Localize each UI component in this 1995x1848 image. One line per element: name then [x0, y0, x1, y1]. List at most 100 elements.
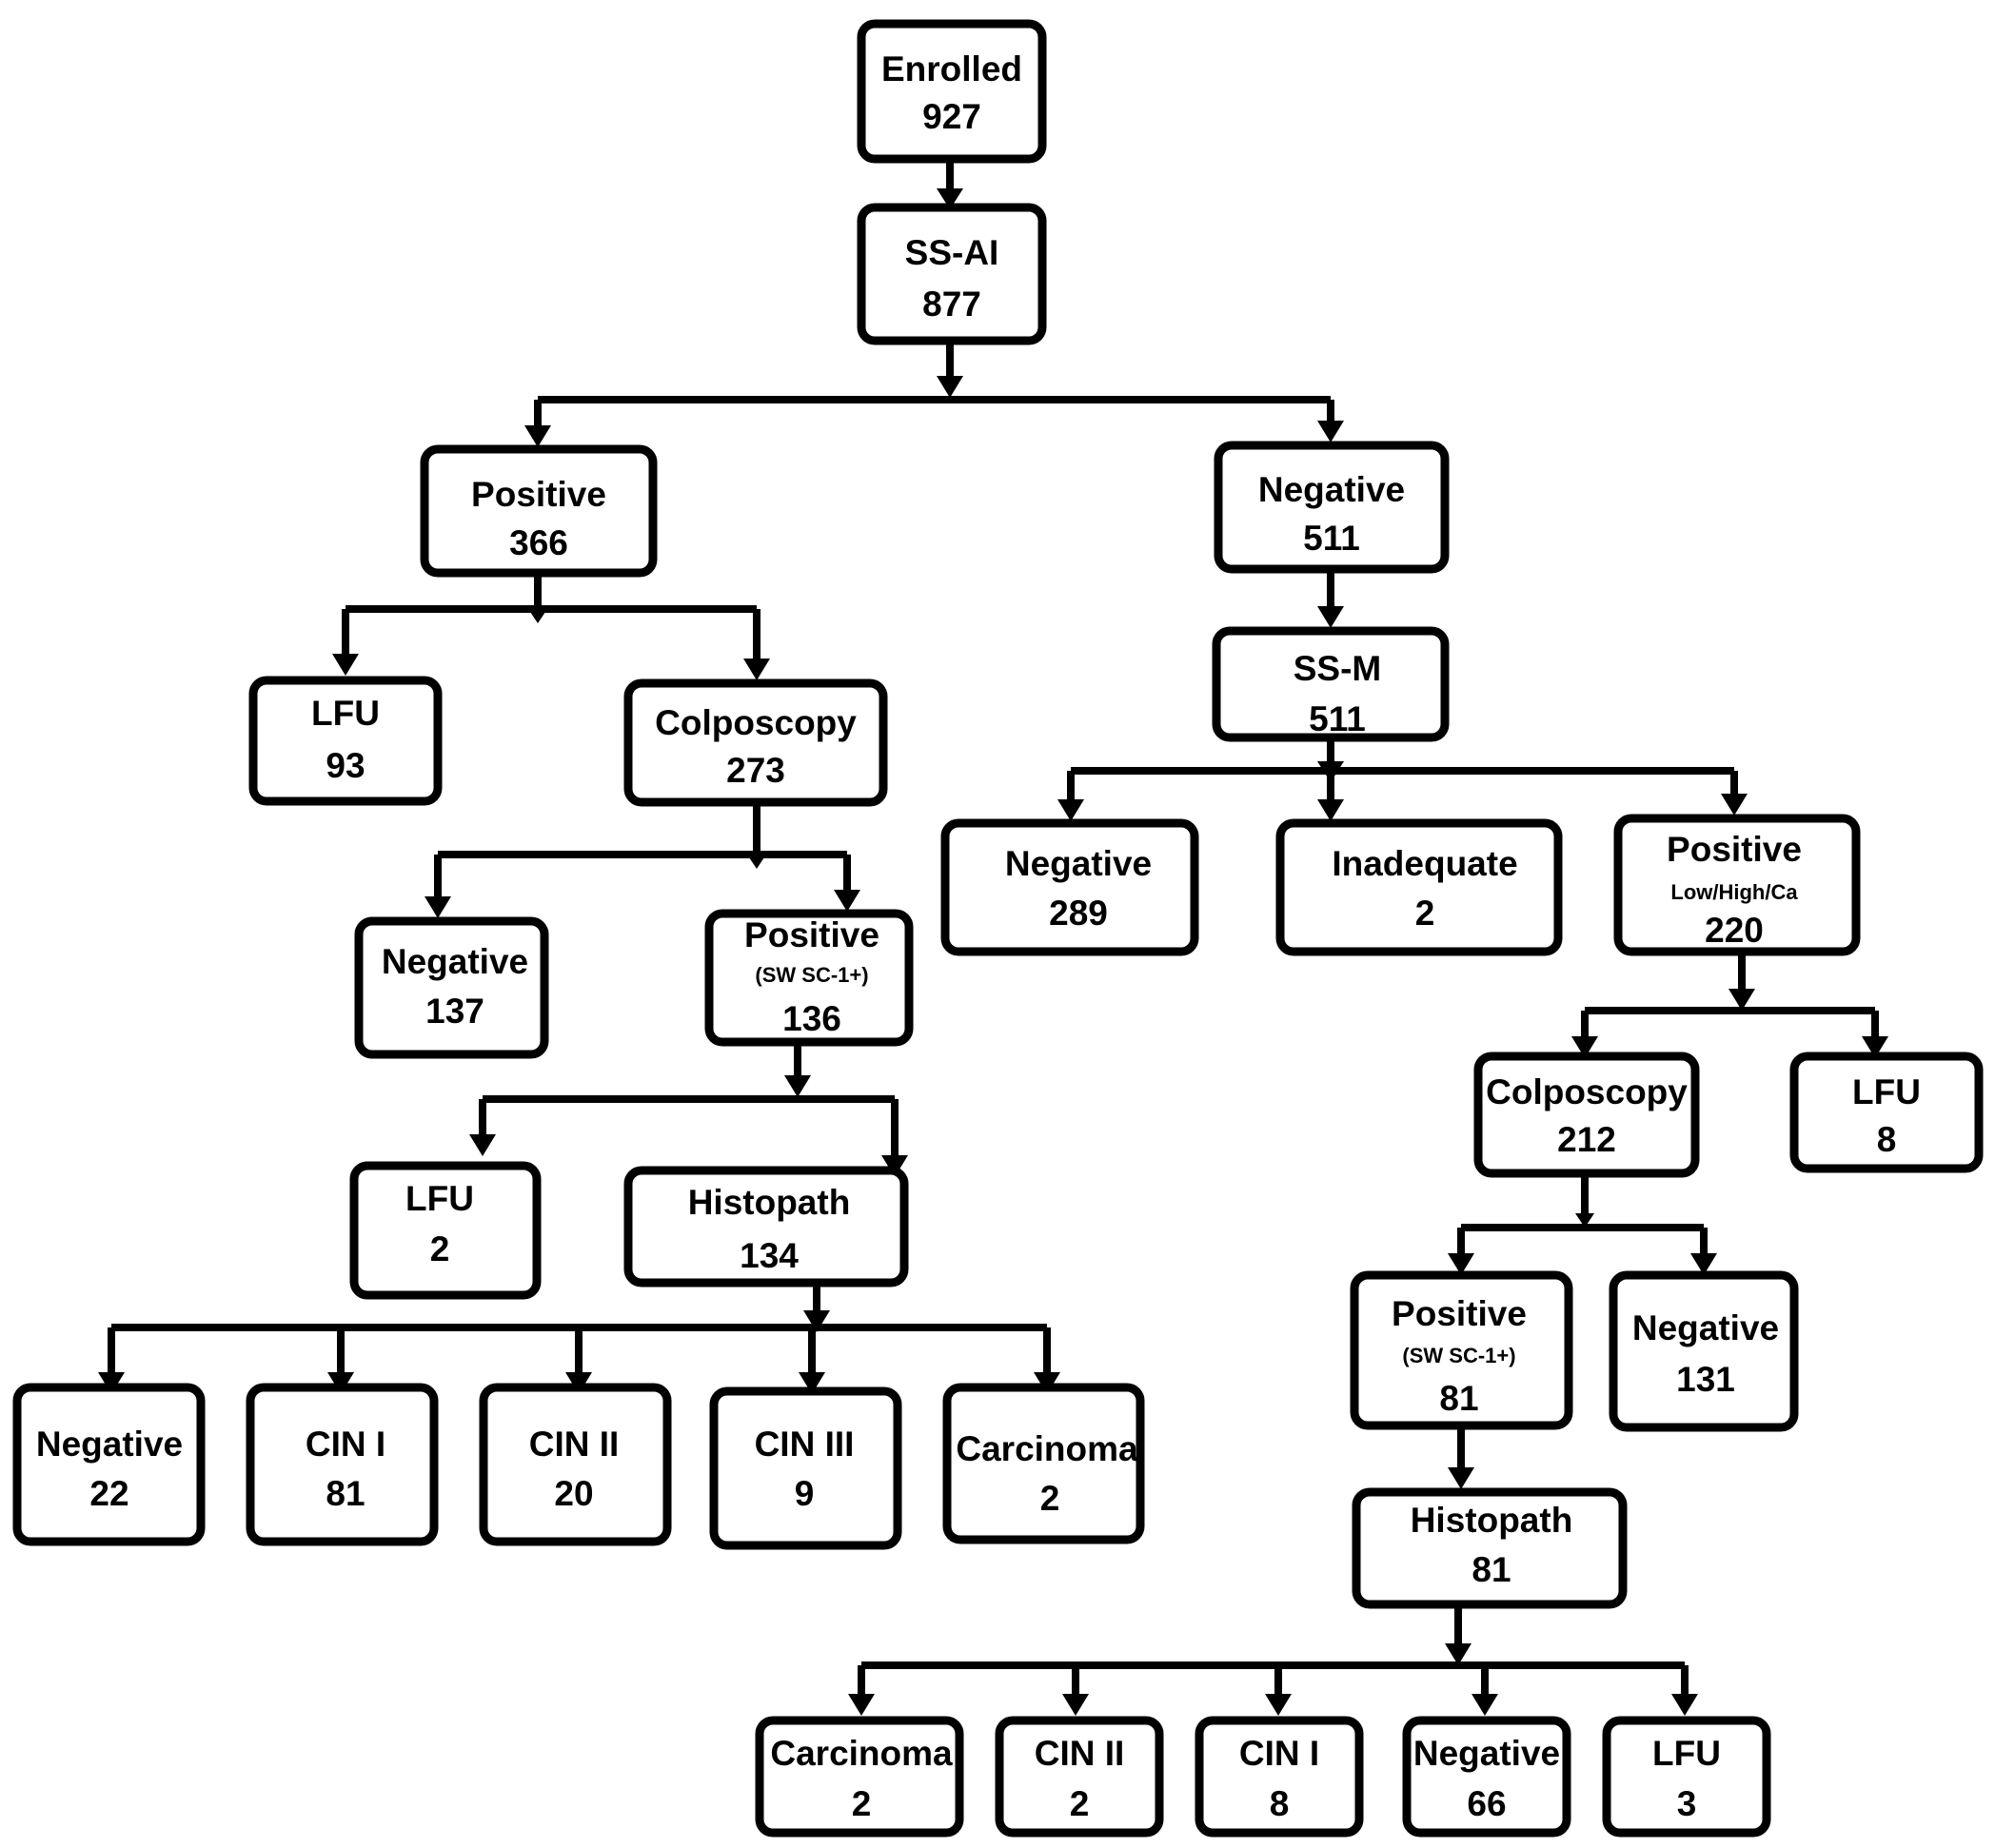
arrowhead [881, 1155, 908, 1177]
node-label: Negative [36, 1425, 183, 1464]
node-value: 81 [1472, 1550, 1511, 1589]
node-histo2-cin1-8: CIN I 8 [1195, 1716, 1364, 1838]
node-lfu-2: LFU 2 [349, 1161, 542, 1300]
node-label: Negative [1258, 470, 1405, 509]
node-histo1-carcinoma-2: Carcinoma 2 [942, 1383, 1145, 1544]
node-value: 273 [726, 751, 785, 790]
arrowhead [1690, 1253, 1717, 1275]
node-negative-289: Negative 289 [940, 818, 1199, 956]
node-value: 8 [1270, 1784, 1290, 1823]
node-value: 2 [1040, 1479, 1060, 1518]
node-value: 2 [852, 1784, 872, 1823]
node-value: 22 [89, 1474, 128, 1513]
node-value: 136 [782, 999, 841, 1038]
node-label: LFU [1652, 1734, 1721, 1773]
node-ss-ai: SS-AI 877 [857, 203, 1047, 345]
arrowhead [1862, 1036, 1888, 1058]
node-label: Negative [382, 942, 528, 981]
node-histo1-cin1-81: CIN I 81 [246, 1383, 439, 1546]
arrowhead [1062, 1694, 1089, 1716]
arrowhead [834, 890, 860, 912]
node-value: 2 [1415, 894, 1435, 933]
node-ss-m: SS-M 511 [1212, 626, 1450, 742]
arrowhead [1472, 1694, 1498, 1716]
node-value: 20 [554, 1474, 593, 1513]
arrowhead [743, 659, 770, 680]
arrowhead [848, 1694, 875, 1716]
arrowhead [1671, 1694, 1698, 1716]
node-value: 212 [1557, 1120, 1616, 1159]
arrowhead [1265, 1694, 1292, 1716]
arrowhead [937, 188, 963, 209]
node-label: Negative [1413, 1734, 1560, 1773]
node-positive-366: Positive 366 [420, 444, 658, 578]
arrowhead [1721, 794, 1748, 816]
node-histo1-cin3-9: CIN III 9 [709, 1386, 902, 1550]
node-value: 81 [1439, 1379, 1478, 1418]
node-value: 9 [795, 1474, 815, 1513]
node-value: 927 [922, 97, 981, 136]
node-label: Positive [1667, 830, 1802, 869]
node-value: 137 [425, 992, 484, 1031]
node-label: LFU [1852, 1072, 1921, 1111]
arrowhead [1448, 1467, 1474, 1489]
node-value: 511 [1309, 699, 1366, 738]
node-value: 877 [922, 285, 981, 324]
node-label: CIN II [529, 1425, 620, 1464]
node-value: 93 [326, 746, 365, 785]
node-value: 131 [1676, 1360, 1735, 1399]
node-value: 511 [1303, 519, 1360, 558]
arrowhead [799, 1372, 825, 1394]
node-enrolled: Enrolled 927 [857, 19, 1047, 164]
node-label: Histopath [1411, 1501, 1573, 1540]
arrowhead [803, 1310, 830, 1332]
arrowhead [937, 376, 963, 398]
node-value: 2 [430, 1229, 450, 1268]
node-label: LFU [405, 1179, 474, 1218]
node-label: Positive [744, 915, 879, 954]
node-positive-220: Positive Low/High/Ca 220 [1613, 814, 1861, 956]
node-sublabel: Low/High/Ca [1670, 880, 1798, 904]
node-colposcopy-273: Colposcopy 273 [623, 678, 888, 807]
node-negative-137: Negative 137 [354, 916, 549, 1059]
node-positive-136: Positive (SW SC-1+) 136 [704, 909, 914, 1047]
node-histo2-negative-66: Negative 66 [1402, 1716, 1571, 1838]
node-label: Carcinoma [770, 1734, 953, 1773]
node-label: Enrolled [881, 49, 1022, 88]
node-histopath-81: Histopath 81 [1352, 1487, 1628, 1609]
node-sublabel: (SW SC-1+) [1402, 1344, 1515, 1367]
node-value: 289 [1049, 894, 1108, 933]
arrowhead [1575, 1213, 1594, 1228]
node-label: Negative [1005, 844, 1152, 883]
arrowhead [332, 654, 359, 676]
arrowhead [1317, 421, 1344, 442]
node-lfu-93: LFU 93 [248, 676, 443, 806]
node-inadequate: Inadequate 2 [1275, 818, 1563, 956]
connectors [98, 152, 1888, 1716]
arrowhead [1728, 989, 1755, 1011]
node-label: Positive [471, 475, 606, 514]
node-histo2-lfu-3: LFU 3 [1602, 1716, 1771, 1838]
node-label: SS-M [1294, 649, 1382, 688]
node-negative-511: Negative 511 [1214, 441, 1450, 574]
arrowhead [1445, 1643, 1472, 1665]
node-label: Positive [1392, 1294, 1527, 1333]
node-histo2-cin2-2: CIN II 2 [995, 1716, 1164, 1838]
node-value: 220 [1705, 911, 1764, 950]
node-label: LFU [311, 694, 380, 733]
node-label: CIN I [1239, 1734, 1319, 1773]
node-value: 3 [1677, 1784, 1697, 1823]
node-label: CIN I [306, 1425, 385, 1464]
arrowhead [1317, 799, 1344, 821]
node-label: CIN II [1035, 1734, 1125, 1773]
node-label: Colposcopy [655, 703, 857, 742]
node-label: SS-AI [905, 233, 999, 272]
node-label: Carcinoma [956, 1429, 1138, 1468]
arrowhead [425, 896, 451, 918]
node-label: Inadequate [1332, 844, 1517, 883]
arrowhead [1571, 1036, 1598, 1058]
node-label: Histopath [688, 1183, 851, 1222]
arrowhead [1448, 1253, 1474, 1275]
node-lfu-8: LFU 8 [1789, 1052, 1984, 1173]
node-value: 81 [326, 1474, 365, 1513]
